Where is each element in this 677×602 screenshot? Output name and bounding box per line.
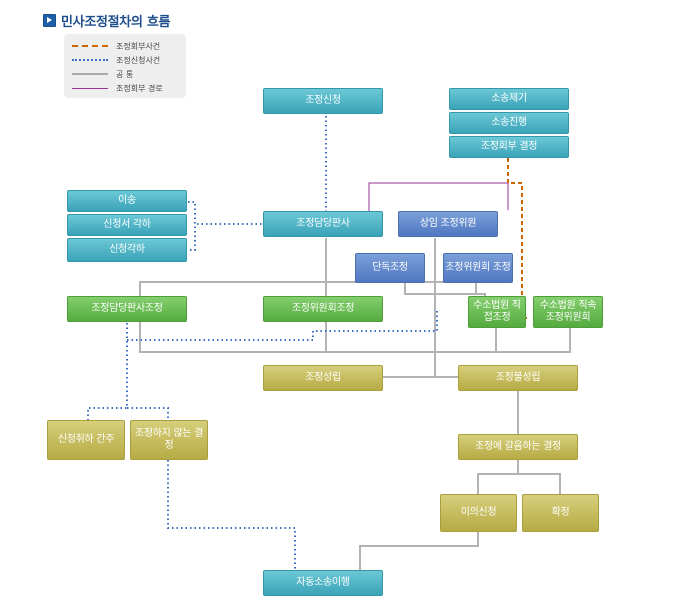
node-no-mediation-decision: 조정하지 않는 결정 [130,420,208,460]
legend-swatch-solid-purple [72,87,108,89]
application-line [167,460,296,570]
application-case-lines [87,116,438,570]
common-line [404,283,486,296]
legend-label: 조정회부 경로 [116,83,163,93]
node-deemed-withdrawn: 신청취하 간주 [47,420,125,460]
node-mediation-failed: 조정불성립 [458,365,578,391]
common-path-lines [139,238,571,570]
node-court-committee: 수소법원 직속 조정위원회 [533,296,603,328]
legend-swatch-dotted-blue [72,59,108,61]
common-line [477,460,519,494]
node-committee-mediation-blue: 조정위원회 조정 [443,253,513,283]
legend-swatch-solid-gray [72,73,108,75]
node-lawsuit-progress: 소송진행 [449,112,569,134]
legend: 조정회부사건 조정신청사건 공 통 조정회부 경로 [64,34,186,98]
node-mediation-application: 조정신청 [263,88,383,114]
node-referral-decision: 조정회부 결정 [449,136,569,158]
node-solo-mediation: 단독조정 [355,253,425,283]
node-mediation-settled: 조정성립 [263,365,383,391]
legend-label: 조정회부사건 [116,41,161,51]
node-objection: 이의신청 [440,494,517,532]
node-standing-mediator: 상임 조정위원 [398,211,498,237]
referral-path-line [368,182,509,212]
node-transfer: 이송 [67,190,187,212]
application-line [188,201,196,251]
common-line [139,322,571,353]
node-application-dismissed: 신청각하 [67,238,187,262]
node-judge-mediation: 조정담당판사조정 [67,296,187,322]
referral-case-line [507,158,528,319]
node-decision-in-lieu: 조정에 갈음하는 결정 [458,434,578,460]
common-line [518,473,561,494]
node-committee-mediation: 조정위원회조정 [263,296,383,322]
node-lawsuit-filed: 소송제기 [449,88,569,110]
node-automatic-litigation: 자동소송이행 [263,570,383,596]
legend-label: 공 통 [116,69,134,79]
application-line [87,323,128,420]
common-line [139,238,327,296]
legend-item-application-case: 조정신청사건 [72,54,160,66]
play-bullet-icon [43,13,56,27]
node-application-rejected: 신청서 각하 [67,214,187,236]
legend-item-common: 공 통 [72,68,133,80]
legend-item-referral-case: 조정회부사건 [72,40,160,52]
node-court-direct-mediation: 수소법원 직접조정 [468,296,526,328]
legend-item-referral-path: 조정회부 경로 [72,82,163,94]
application-line [127,407,169,420]
diagram-header: 민사조정절차의 흐름 [43,11,171,30]
application-line [127,308,438,341]
node-finalized: 확정 [522,494,599,532]
legend-label: 조정신청사건 [116,55,161,65]
diagram-title: 민사조정절차의 흐름 [61,14,171,30]
legend-swatch-dashed-orange [72,45,108,47]
node-mediation-judge: 조정담당판사 [263,211,383,237]
common-line [359,532,479,570]
